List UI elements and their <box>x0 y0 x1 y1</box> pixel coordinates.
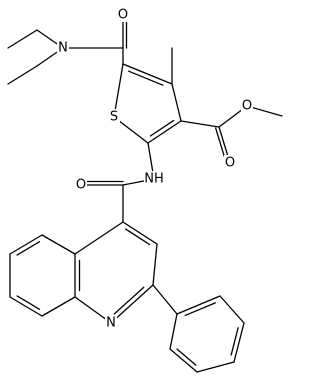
bond-p3-p4 <box>233 322 245 363</box>
bond-t4-t3 <box>171 83 182 122</box>
bond-t3-ce <box>180 120 220 128</box>
bond-t5-t4 <box>122 63 173 85</box>
svg-text:O: O <box>225 156 235 171</box>
svg-text:NH: NH <box>144 172 164 187</box>
bond-q2-p1 <box>152 284 178 315</box>
bond-p4-p5 <box>196 361 235 373</box>
svg-text:O: O <box>242 99 252 114</box>
bond-q7-q8-inner <box>16 295 41 310</box>
atom-ester-ether-oxygen: O <box>241 98 253 114</box>
svg-text:N: N <box>58 41 68 56</box>
bond-me2-ce2 <box>7 65 38 85</box>
bond-q7-q8 <box>9 296 43 317</box>
svg-text:O: O <box>118 8 128 23</box>
bond-me1-ce1 <box>7 29 38 49</box>
atom-amide-nitrogen: N <box>57 40 69 56</box>
atom-labels: O N S O O NH O N <box>57 7 253 331</box>
bond-q4-q3-inner <box>125 228 151 246</box>
bond-q5-q6 <box>9 234 43 255</box>
bond-p5-p6 <box>169 348 198 373</box>
bond-q5-q6-inner <box>16 241 41 256</box>
atom-thiophene-sulfur: S <box>108 109 120 125</box>
bond-q2-n1-inner <box>113 286 145 315</box>
bonds <box>7 14 283 373</box>
bond-t3-t2 <box>147 120 182 144</box>
svg-text:N: N <box>106 316 116 331</box>
bond-p2-p3 <box>219 295 245 324</box>
bond-t3-t2-inner <box>149 119 175 137</box>
bond-p1-p2 <box>176 295 221 315</box>
atom-quinoline-nitrogen: N <box>105 315 117 331</box>
bond-p6-p1 <box>169 313 178 350</box>
bond-p1-p2-inner <box>184 302 216 317</box>
molecule-structure: O N S O O NH O N <box>7 7 283 373</box>
bond-s-t5 <box>113 63 124 118</box>
bond-q2-n1 <box>110 284 154 324</box>
atom-quinoline-amide-oxygen: O <box>75 177 87 193</box>
atom-amide-nh: NH <box>144 171 164 187</box>
bond-p5-p6-inner <box>176 348 197 366</box>
atom-amide-oxygen: O <box>117 7 129 23</box>
svg-text:S: S <box>110 110 118 125</box>
bond-p3-p4-inner <box>230 327 239 356</box>
bond-q8-q8a <box>41 296 76 317</box>
bond-q4a-q5 <box>41 234 76 255</box>
bond-q3-q2 <box>152 243 158 286</box>
bond-q4a-q4 <box>74 221 124 255</box>
bond-t5-t4-inner <box>127 70 164 86</box>
atom-ester-carbonyl-oxygen: O <box>224 155 236 171</box>
bond-q4-q3 <box>122 221 158 245</box>
svg-text:O: O <box>76 178 86 193</box>
